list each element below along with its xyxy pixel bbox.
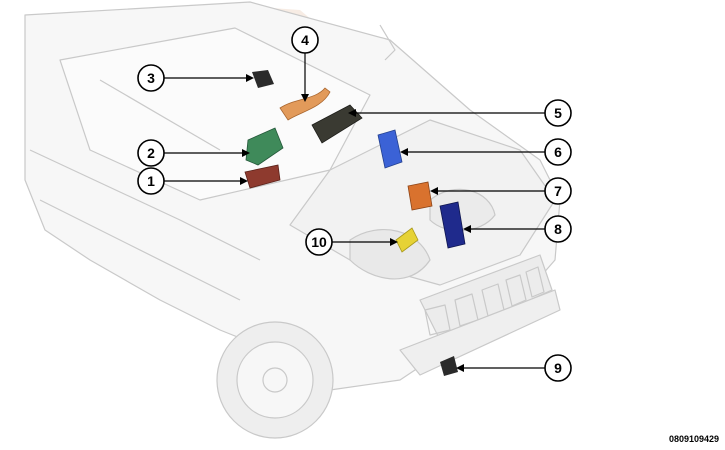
callout-1-label: 1 — [147, 173, 155, 189]
callout-9: 9 — [456, 354, 572, 382]
component-1-module — [244, 164, 281, 189]
callout-7-label: 7 — [554, 183, 562, 199]
callout-6: 6 — [400, 138, 572, 166]
component-3-module — [252, 70, 274, 88]
component-4-module — [279, 87, 331, 121]
callout-3: 3 — [137, 64, 254, 92]
component-5-module — [311, 104, 363, 144]
callout-6-label: 6 — [554, 144, 562, 160]
callout-5: 5 — [348, 99, 572, 127]
component-9-module — [440, 356, 458, 376]
component-6-module — [377, 129, 403, 169]
components — [244, 70, 466, 376]
component-8-module — [439, 201, 466, 249]
callout-4-label: 4 — [301, 32, 309, 48]
component-10-module — [395, 227, 419, 253]
callout-2: 2 — [137, 139, 250, 167]
callout-8: 8 — [463, 215, 572, 243]
callout-1: 1 — [137, 167, 248, 195]
vehicle-outline — [24, 1, 561, 439]
callout-3-label: 3 — [147, 70, 155, 86]
component-7-module — [407, 181, 433, 211]
callout-9-label: 9 — [554, 360, 562, 376]
callouts: 1 2 3 4 5 — [137, 26, 572, 382]
callout-10-label: 10 — [311, 234, 327, 250]
component-2-module — [245, 127, 284, 166]
callout-7: 7 — [430, 177, 572, 205]
callout-4: 4 — [291, 26, 319, 102]
callout-2-label: 2 — [147, 145, 155, 161]
callout-10: 10 — [305, 228, 398, 256]
callout-5-label: 5 — [554, 105, 562, 121]
figure-id: 0809109429 — [668, 434, 719, 444]
callout-8-label: 8 — [554, 221, 562, 237]
